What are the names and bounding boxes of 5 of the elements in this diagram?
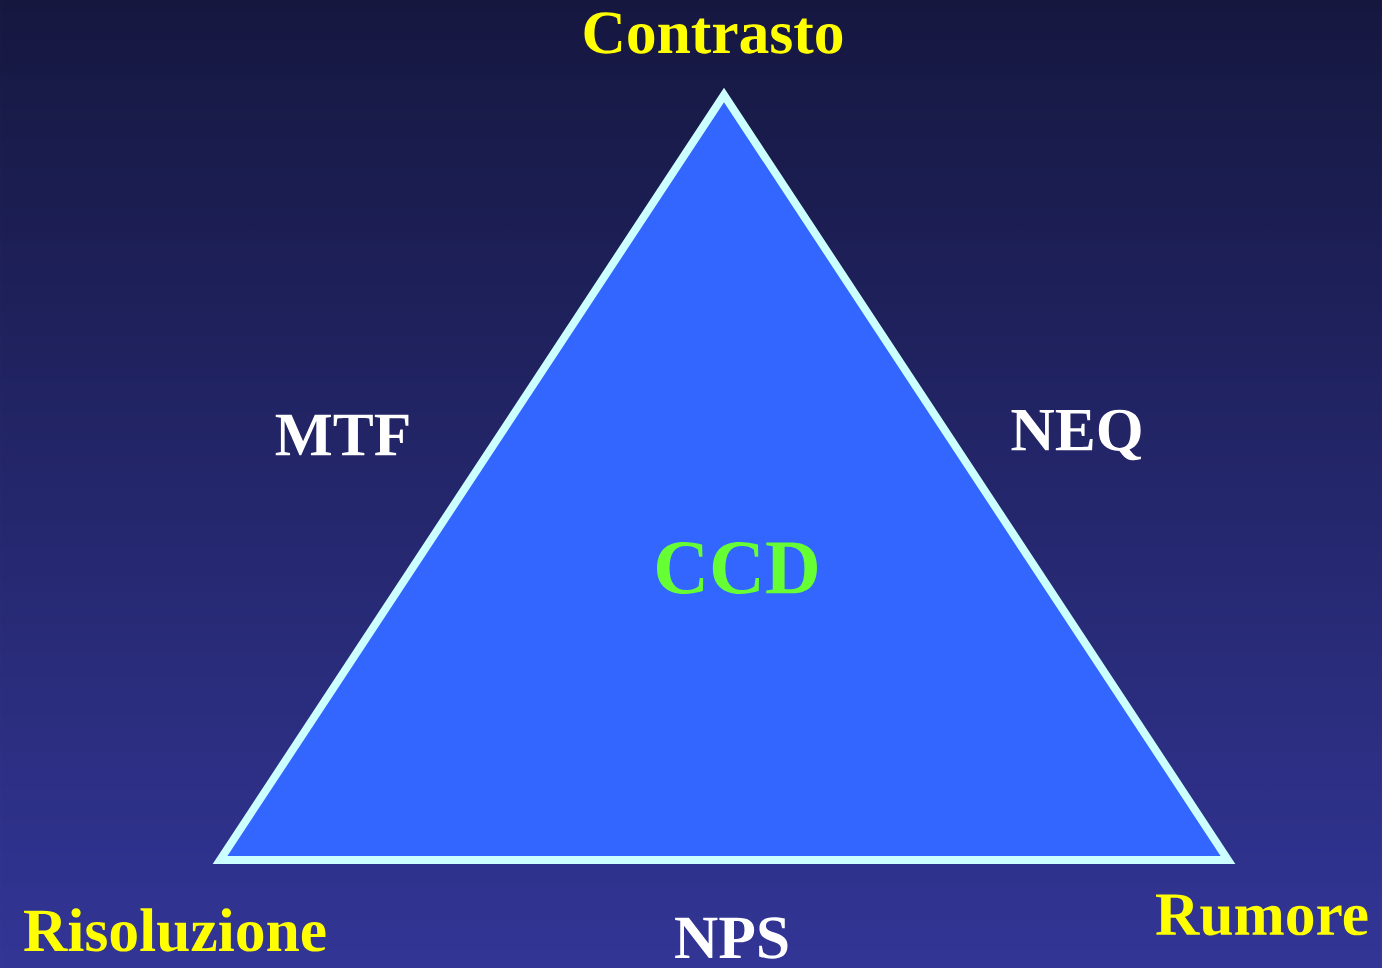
vertex-label: Risoluzione [24, 908, 326, 952]
side-label: NEQ [1011, 409, 1141, 461]
vertex-label: Rumore [1156, 894, 1368, 936]
side-label: NPS [675, 917, 788, 959]
side-label: MTF [275, 414, 409, 456]
